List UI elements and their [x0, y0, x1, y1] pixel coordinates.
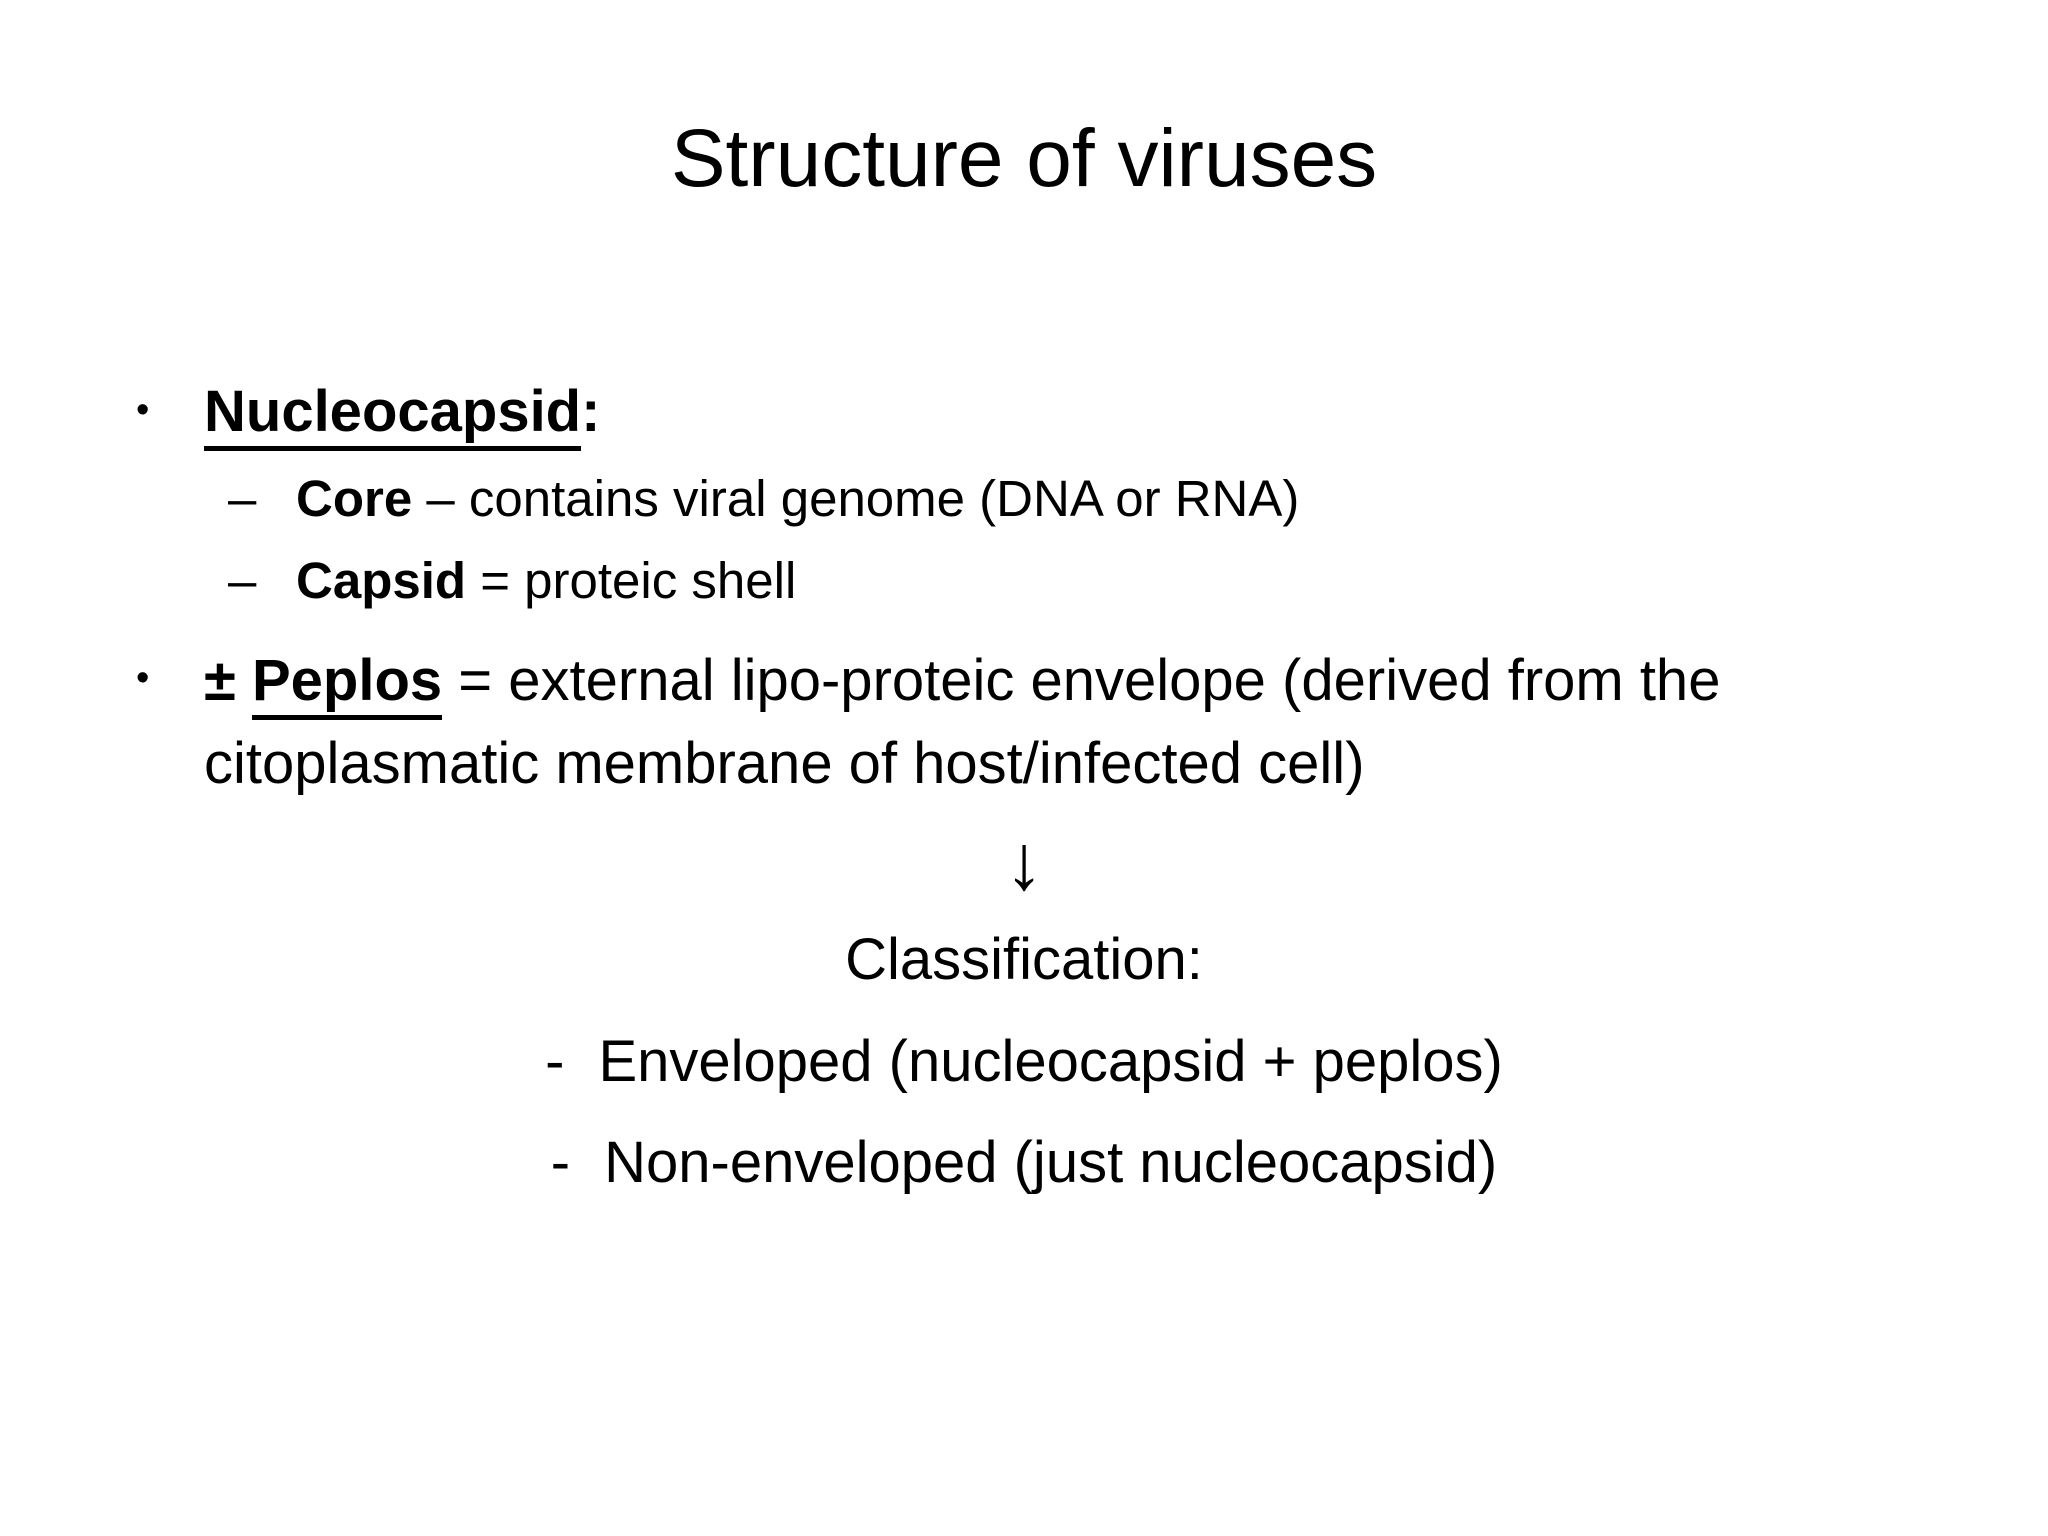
peplos-line: ± Peplos = external lipo-proteic envelop…: [204, 648, 1721, 796]
bullet-dot-icon: •: [136, 657, 150, 700]
hyphen-marker-icon: -: [545, 1028, 565, 1094]
hyphen-marker-icon: -: [550, 1130, 571, 1196]
subbullet-core: – Core – contains viral genome (DNA or R…: [228, 466, 2048, 532]
classification-heading: Classification:: [845, 927, 1203, 992]
down-arrow-icon: ↓: [1004, 818, 1044, 906]
capsid-line: Capsid = proteic shell: [296, 552, 796, 609]
dash-marker-icon: –: [228, 551, 257, 609]
nucleocapsid-colon: :: [581, 379, 601, 445]
peplos-text: = external lipo-proteic envelope (derive…: [204, 648, 1721, 796]
peplos-term: Peplos: [251, 648, 443, 721]
enveloped-text: Enveloped (nucleocapsid + peplos): [598, 1028, 1503, 1094]
dash-marker-icon: –: [228, 469, 257, 527]
slide-title: Structure of viruses: [670, 113, 1378, 204]
core-text: – contains viral genome (DNA or RNA): [426, 469, 1300, 527]
bullet-nucleocapsid: • Nucleocapsid:: [132, 374, 2048, 452]
classification-item-enveloped: -Enveloped (nucleocapsid + peplos): [0, 1027, 2048, 1097]
core-line: Core – contains viral genome (DNA or RNA…: [296, 470, 1299, 527]
bullet-peplos: • ± Peplos = external lipo-proteic envel…: [132, 640, 1904, 805]
core-term: Core: [296, 469, 413, 527]
classification-item-non-enveloped: -Non-enveloped (just nucleocapsid): [0, 1128, 2048, 1198]
nucleocapsid-line: Nucleocapsid:: [204, 379, 601, 452]
non-enveloped-text: Non-enveloped (just nucleocapsid): [604, 1130, 1498, 1196]
nucleocapsid-term: Nucleocapsid: [204, 379, 582, 452]
bullet-dot-icon: •: [136, 389, 150, 432]
subbullet-capsid: – Capsid = proteic shell: [228, 548, 2048, 614]
capsid-term: Capsid: [296, 551, 467, 609]
peplos-prefix: ±: [204, 648, 236, 714]
slide-body: • Nucleocapsid: – Core – contains viral …: [0, 374, 2048, 1197]
capsid-text: = proteic shell: [480, 551, 797, 609]
